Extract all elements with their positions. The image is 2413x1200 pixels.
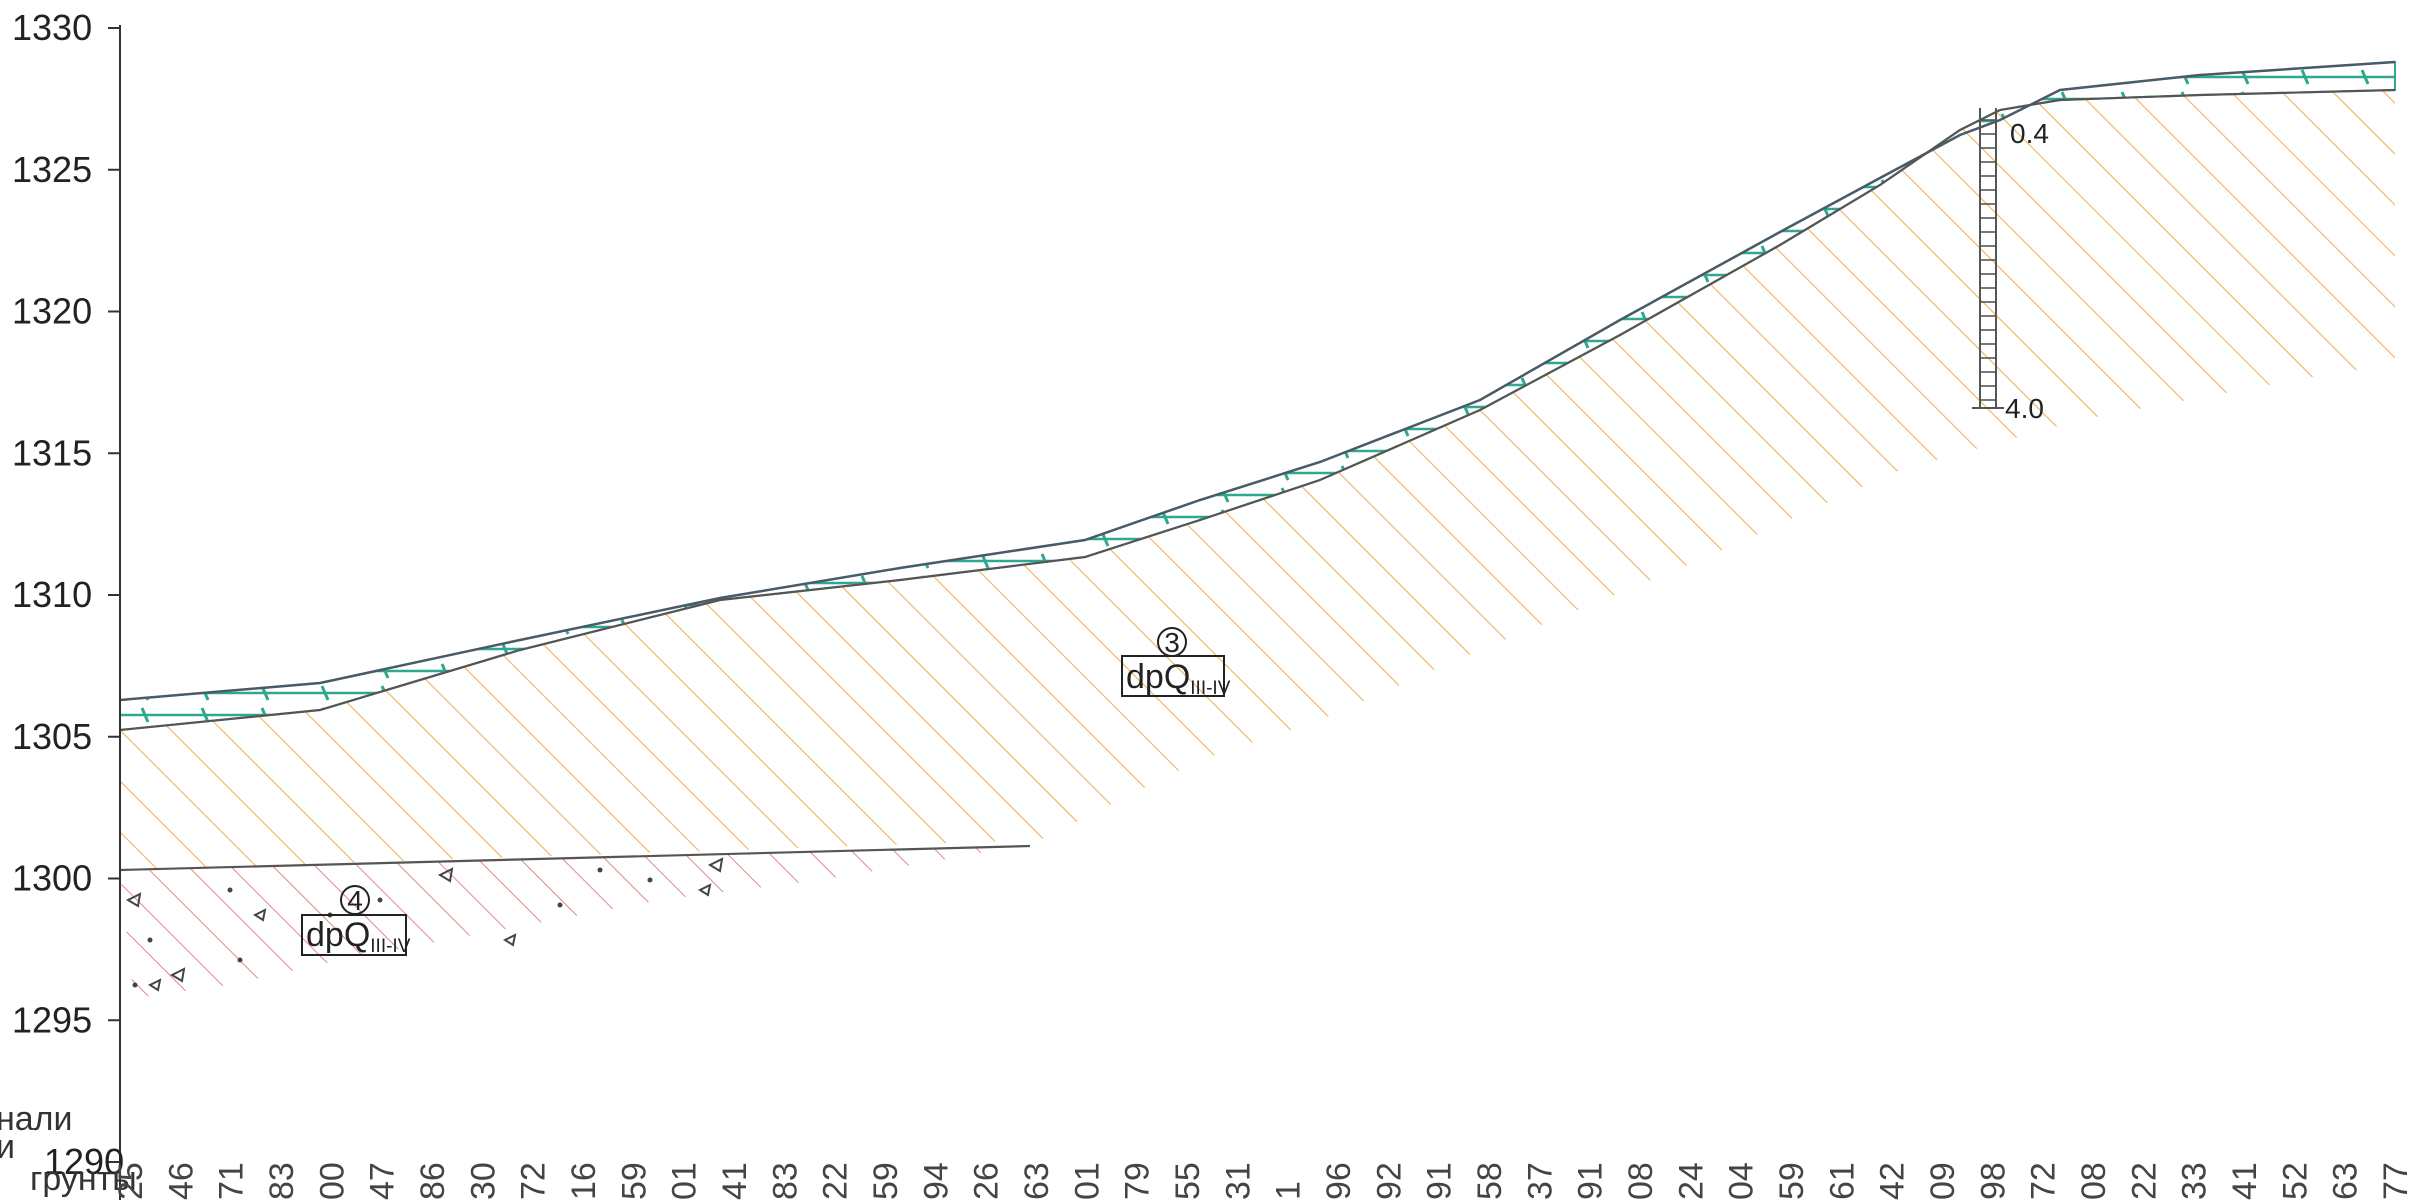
ground-surface-line [119, 60, 2396, 702]
y-tick-label: 1290 [44, 1141, 124, 1182]
station-label: 22 [2125, 1162, 2163, 1200]
y-tick-label: 1295 [12, 999, 92, 1040]
station-label: 24 [1672, 1162, 1710, 1200]
station-label: 08 [2075, 1162, 2113, 1200]
side-labels: нали и грунты [0, 1100, 137, 1198]
layer-3-label: 3 dpQIII-IV [1121, 627, 1231, 699]
station-label: 26 [968, 1162, 1006, 1200]
station-label: 59 [615, 1162, 653, 1200]
station-label: 96 [1320, 1162, 1358, 1200]
layer-3-code: dpQIII-IV [1126, 658, 1231, 699]
station-label: 58 [1471, 1162, 1509, 1200]
station-label: 59 [867, 1162, 905, 1200]
borehole: 0.4 4.0 [1972, 108, 2049, 424]
station-label: 72 [2025, 1162, 2063, 1200]
bottom-station-labels: 25 46 71 83 00 47 86 30 72 16 59 01 41 83 22 59 94 26 63 01… [112, 1162, 2413, 1200]
station-label: 01 [666, 1162, 704, 1200]
station-label: 98 [1974, 1162, 2012, 1200]
station-label: 33 [2176, 1162, 2214, 1200]
station-label: 83 [263, 1162, 301, 1200]
layer-4-code: dpQIII-IV [306, 916, 411, 957]
y-tick-label: 1325 [12, 149, 92, 190]
borehole-top-depth: 0.4 [2010, 118, 2049, 149]
station-label: 55 [1169, 1162, 1207, 1200]
station-label: 30 [464, 1162, 502, 1200]
station-label: 59 [1773, 1162, 1811, 1200]
station-label: 77 [2377, 1162, 2413, 1200]
station-label: 79 [1119, 1162, 1157, 1200]
side-label-1: нали [0, 1100, 73, 1138]
station-label: 31 [1219, 1162, 1257, 1200]
side-label-2: и [0, 1128, 15, 1166]
borehole-bottom-depth: 4.0 [2005, 393, 2044, 424]
y-tick-label: 1320 [12, 291, 92, 332]
station-label: 41 [716, 1162, 754, 1200]
gravel-symbols [125, 857, 724, 992]
station-label: 91 [1572, 1162, 1610, 1200]
station-label: 63 [2327, 1162, 2365, 1200]
y-tick-label: 1315 [12, 432, 92, 473]
station-label: 47 [364, 1162, 402, 1200]
y-tick-label: 1305 [12, 716, 92, 757]
y-tick-label: 1300 [12, 858, 92, 899]
layer-3-number: 3 [1164, 627, 1180, 658]
y-axis-ticks: 1290 1295 1300 1305 1310 1315 1320 1325 1330 [12, 7, 124, 1182]
station-label: 72 [515, 1162, 553, 1200]
station-label: 25 [112, 1162, 150, 1200]
y-tick-label: 1330 [12, 7, 92, 48]
side-label-3: грунты [30, 1160, 137, 1198]
station-label: 52 [2276, 1162, 2314, 1200]
topsoil-base-line [119, 88, 2396, 732]
station-label: 00 [313, 1162, 351, 1200]
layer-4-number: 4 [347, 885, 363, 916]
station-label: 61 [1823, 1162, 1861, 1200]
station-label: 01 [1068, 1162, 1106, 1200]
station-label: 92 [1370, 1162, 1408, 1200]
station-label: 41 [2226, 1162, 2264, 1200]
station-label: 94 [917, 1162, 955, 1200]
station-label: 63 [1018, 1162, 1056, 1200]
station-label: 71 [213, 1162, 251, 1200]
y-tick-label: 1310 [12, 574, 92, 615]
station-label: 37 [1521, 1162, 1559, 1200]
layer-3-area [120, 90, 2395, 870]
station-label: 22 [817, 1162, 855, 1200]
station-label: 86 [414, 1162, 452, 1200]
layer-boundary-3-4 [119, 844, 1031, 872]
layer-4-area [120, 845, 1030, 1010]
station-label: 46 [162, 1162, 200, 1200]
station-label: 16 [565, 1162, 603, 1200]
station-label: 42 [1874, 1162, 1912, 1200]
station-label: 83 [766, 1162, 804, 1200]
station-label: 91 [1421, 1162, 1459, 1200]
station-label: 1 [1270, 1181, 1308, 1200]
layer-4-label: 4 dpQIII-IV [301, 885, 411, 957]
station-label: 04 [1723, 1162, 1761, 1200]
station-label: 08 [1622, 1162, 1660, 1200]
station-label: 09 [1924, 1162, 1962, 1200]
